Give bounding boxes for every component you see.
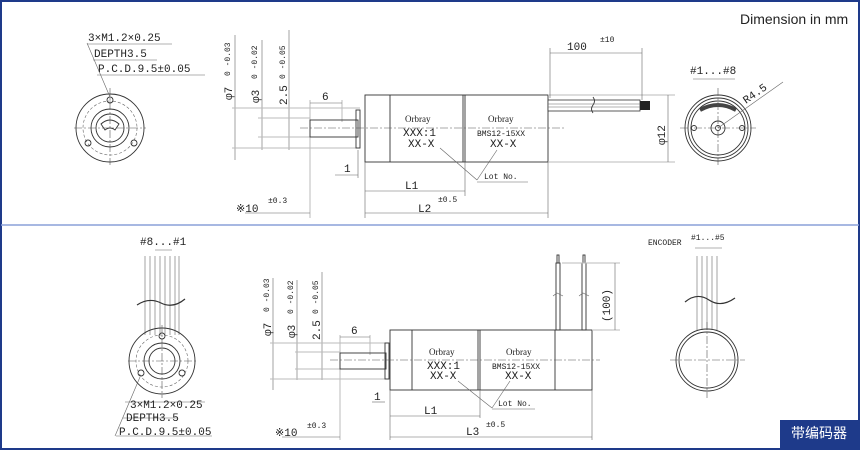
wire-order-label: #1...#8: [690, 66, 736, 78]
bottom-l1-label: L1: [424, 406, 438, 418]
ref-len-label: ※10: [236, 204, 258, 216]
bottom-diameter-dims: [270, 272, 388, 440]
units-note: Dimension in mm: [740, 11, 848, 27]
gear-lot: XX-X: [408, 139, 435, 151]
lot-label: Lot No.: [484, 173, 518, 182]
bottom-lead-len-label: (100): [602, 289, 614, 322]
dia-shaft-label: φ3: [251, 90, 263, 103]
lot-leader: [439, 147, 478, 181]
dia-outer-tol: 0 -0.03: [224, 42, 233, 76]
top-front-view: [74, 42, 205, 165]
l3-tol: ±0.5: [486, 421, 505, 430]
bottom-motor-body: [330, 254, 620, 391]
ref-len-tol: ±0.3: [268, 197, 287, 206]
bottom-dia-outer-tol: 0 -0.03: [263, 278, 272, 312]
depth-label: DEPTH3.5: [94, 49, 147, 61]
motor-brand: Orbray: [488, 114, 514, 124]
bottom-flat-label: 2.5: [312, 320, 324, 340]
bottom-gear-ratio: XXX:1: [427, 361, 460, 373]
top-motor-body: [300, 94, 675, 163]
bottom-hole-spec-label: 3×M1.2×0.25: [130, 400, 203, 412]
bottom-motor-model: BMS12-15XX: [492, 363, 540, 372]
bottom-ref-len-tol: ±0.3: [307, 422, 326, 431]
bottom-front-view: [114, 249, 212, 437]
shaft-len-label: 6: [322, 92, 329, 104]
bottom-dia-shaft-label: φ3: [287, 325, 299, 338]
bottom-gear-lot: XX-X: [430, 371, 457, 383]
bottom-pcd-label: P.C.D.9.5±0.05: [119, 427, 211, 439]
gearhead-brand: Orbray: [405, 114, 431, 124]
bottom-depth-label: DEPTH3.5: [126, 413, 179, 425]
bottom-shaft-len-label: 6: [351, 326, 358, 338]
motor-lot: XX-X: [490, 139, 517, 151]
flange-thickness-label: 1: [344, 164, 351, 176]
bottom-flat-tol: 0 -0.05: [312, 280, 321, 314]
top-rear-view: [680, 78, 784, 165]
l1-label: L1: [405, 181, 419, 193]
motor-model: BMS12-15XX: [477, 130, 525, 139]
flat-tol: 0 -0.05: [279, 45, 288, 79]
bottom-ref-len-label: ※10: [275, 428, 297, 440]
bottom-gearhead-brand: Orbray: [429, 347, 455, 357]
lead-len-label: 100: [567, 42, 587, 54]
bottom-flange-thickness-label: 1: [374, 392, 381, 404]
bottom-motor-brand: Orbray: [506, 347, 532, 357]
gear-ratio: XXX:1: [403, 128, 436, 140]
lead-len-tol: ±10: [600, 36, 615, 45]
encoder-rear-view: [670, 247, 745, 398]
radius-label: R4.5: [741, 82, 770, 107]
bottom-motor-lot: XX-X: [505, 371, 532, 383]
bottom-dia-outer-label: φ7: [263, 323, 275, 336]
l2-label: L2: [418, 204, 431, 216]
with-encoder-badge: 带编码器: [780, 420, 858, 448]
l2-tol: ±0.5: [438, 196, 457, 205]
bottom-wire-order-label: #8...#1: [140, 237, 187, 249]
l3-label: L3: [466, 427, 479, 439]
bottom-lot-label: Lot No.: [498, 400, 532, 409]
body-dia-label: φ12: [657, 125, 669, 145]
hole-spec-label: 3×M1.2×0.25: [88, 33, 161, 45]
dia-shaft-tol: 0 -0.02: [251, 45, 260, 79]
flat-label: 2.5: [279, 85, 291, 105]
pcd-label: P.C.D.9.5±0.05: [98, 64, 190, 76]
bottom-dia-shaft-tol: 0 -0.02: [287, 280, 296, 314]
encoder-label: ENCODER: [648, 239, 682, 248]
encoder-wire-order-label: #1...#5: [691, 234, 725, 243]
dia-outer-label: φ7: [224, 87, 236, 100]
